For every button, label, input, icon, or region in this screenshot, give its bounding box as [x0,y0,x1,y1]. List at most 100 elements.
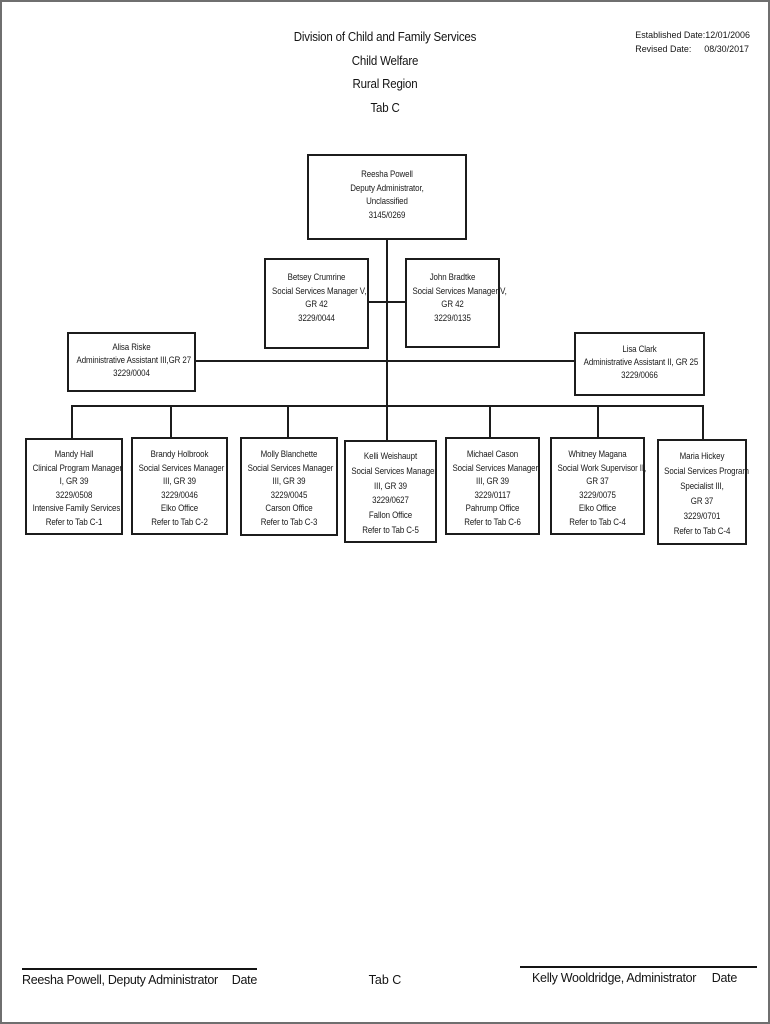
person-detail: 3229/0117 [474,489,511,500]
revised-date-label: Revised Date: [635,43,692,55]
document-title-line: Rural Region [352,77,418,91]
signature-block-right: Kelly Wooldridge, Administrator Date [520,966,757,985]
signature-row: Reesha Powell, Deputy Administrator Date [22,973,257,987]
connector-drop-7 [702,405,704,440]
connector-managers-horizontal [367,301,407,303]
person-detail: Intensive Family Services [32,503,121,513]
person-detail: Pahrump Office [465,503,520,513]
document-title-line: Child Welfare [351,53,419,68]
connector-root-vertical [386,240,388,407]
person-detail: 3229/0066 [621,370,658,380]
person-detail: Refer to Tab C-2 [151,516,208,527]
person-name: Molly Blanchette [260,449,318,459]
person-name: Betsey Crumrine [287,272,346,282]
person-name: Lisa Clark [622,344,657,354]
org-box-michael-cason: Michael Cason Social Services Manager II… [445,437,540,535]
signature-row: Kelly Wooldridge, Administrator Date [520,971,757,985]
person-detail: 3229/0075 [579,489,616,500]
person-detail: Administrative Assistant II, GR 25 [583,357,699,367]
person-detail: 3229/0701 [683,511,721,521]
person-name: John Bradtke [429,272,476,282]
revised-date-value: 08/30/2017 [704,43,749,55]
established-date-row: Established Date: 12/01/2006 [635,29,750,43]
signature-name-title: Kelly Wooldridge, Administrator [532,971,697,985]
person-name: Reesha Powell [361,169,413,179]
document-title-line: Division of Child and Family Services [293,30,477,44]
person-detail: 3229/0508 [55,489,93,500]
person-name: Mandy Hall [54,449,94,459]
person-detail: Social Services Manager V, [272,285,367,296]
person-detail: GR 42 [441,299,464,309]
person-detail: 3229/0044 [298,312,335,323]
connector-drop-1 [71,405,73,439]
person-detail: Clinical Program Manager [32,462,123,473]
person-detail: 3229/0004 [113,368,150,378]
person-detail: Elko Office [578,503,617,513]
person-detail: I, GR 39 [59,476,89,486]
footer-tab-label: Tab C [368,973,402,987]
org-box-whitney-magana: Whitney Magana Social Work Supervisor II… [550,437,647,535]
person-detail: Fallon Office [368,510,413,521]
signature-name-title: Reesha Powell, Deputy Administrator [22,973,218,987]
signature-date-label: Date [231,973,258,987]
person-detail: Elko Office [160,503,199,513]
person-detail: Social Work Supervisor II, [557,462,647,473]
org-box-lisa-clark: Lisa Clark Administrative Assistant II, … [574,332,705,396]
person-detail: III, GR 39 [272,476,306,486]
connector-drop-3 [287,405,289,438]
person-detail: Carson Office [265,503,313,513]
person-detail: Specialist III, [680,481,724,491]
signature-line [22,968,257,970]
person-name: Maria Hickey [679,451,725,461]
connector-drop-2 [170,405,172,438]
person-detail: GR 42 [305,299,328,309]
org-box-kelli-weishaupt: Kelli Weishaupt Social Services Manager … [344,440,437,543]
person-name: Kelli Weishaupt [363,451,418,461]
signature-date-label: Date [711,971,738,985]
connector-assistants-horizontal [194,360,576,362]
person-detail: Social Services Manager [351,465,437,476]
person-detail: GR 37 [690,496,714,506]
person-detail: 3229/0046 [161,489,198,500]
org-box-brandy-holbrook: Brandy Holbrook Social Services Manager … [131,437,228,535]
org-box-betsey-crumrine: Betsey Crumrine Social Services Manager … [264,258,369,349]
person-detail: Refer to Tab C-4 [673,526,731,536]
revised-date-row: Revised Date: 08/30/2017 [635,43,749,57]
person-detail: 3229/0627 [372,495,409,506]
org-box-molly-blanchette: Molly Blanchette Social Services Manager… [240,437,338,536]
org-box-alisa-riske: Alisa Riske Administrative Assistant III… [67,332,196,392]
document-header: Division of Child and Family Services Ch… [2,26,768,120]
person-detail: Refer to Tab C-6 [464,516,521,527]
person-name: Alisa Riske [112,342,151,352]
person-detail: Refer to Tab C-3 [260,516,318,527]
established-date-label: Established Date: [635,30,706,41]
connector-drop-6 [597,405,599,438]
person-detail: Social Services Program [664,466,749,476]
person-detail: 3229/0045 [270,489,308,500]
person-detail: Unclassified [366,196,408,206]
person-detail: III, GR 39 [162,476,196,486]
person-detail: Refer to Tab C-1 [45,516,103,527]
person-detail: III, GR 39 [373,480,407,491]
signature-block-left: Reesha Powell, Deputy Administrator Date [22,968,257,987]
person-detail: Administrative Assistant III,GR 27 [76,355,192,365]
org-box-mandy-hall: Mandy Hall Clinical Program Manager I, G… [25,438,123,535]
person-detail: 3229/0135 [434,312,471,323]
person-detail: III, GR 39 [475,476,509,486]
org-box-reesha-powell: Reesha Powell Deputy Administrator, Uncl… [307,154,467,240]
person-detail: Social Services Manager V, [412,285,507,296]
person-detail: Refer to Tab C-5 [362,524,419,535]
connector-drop-4 [386,405,388,441]
person-detail: Social Services Manager [138,462,225,473]
connector-drop-5 [489,405,491,438]
person-detail: GR 37 [586,476,609,486]
person-name: Brandy Holbrook [150,449,209,459]
established-date-value: 12/01/2006 [705,30,750,41]
person-detail: 3145/0269 [368,209,406,220]
date-block: Established Date: 12/01/2006 Revised Dat… [628,29,750,57]
org-box-john-bradtke: John Bradtke Social Services Manager V, … [405,258,507,348]
org-box-maria-hickey: Maria Hickey Social Services Program Spe… [657,439,749,545]
person-name: Whitney Magana [568,449,627,459]
person-detail: Refer to Tab C-4 [569,516,626,527]
